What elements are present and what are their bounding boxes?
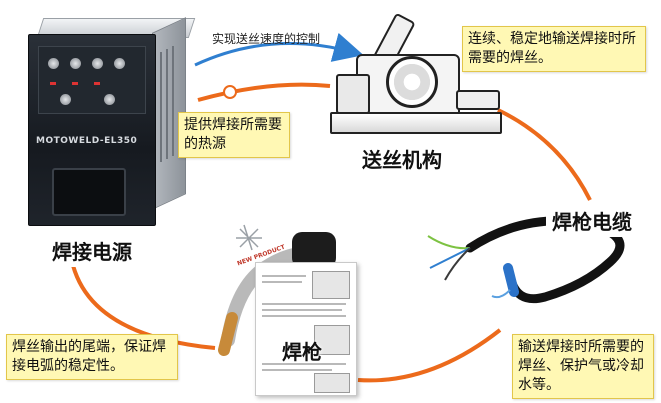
panel-led: [50, 82, 56, 85]
brochure-image: [314, 325, 350, 355]
speed-control-label: 实现送丝速度的控制: [212, 32, 321, 46]
power-source-note: 提供焊接所需要的热源: [178, 112, 290, 158]
wire-feeder-note: 连续、稳定地输送焊接时所需要的焊丝。: [462, 26, 646, 72]
panel-knob: [104, 94, 115, 105]
panel-knob: [114, 58, 125, 69]
brochure-text-line: [262, 369, 332, 371]
cable-wire-3: [444, 247, 471, 281]
spark-glow: [236, 224, 262, 251]
panel-knob: [60, 94, 71, 105]
orange-arc-machine-feeder: [197, 82, 331, 102]
brochure-text-line: [262, 281, 302, 283]
orange-arc-start-dot: [223, 85, 237, 99]
panel-knob: [70, 58, 81, 69]
torch-brochure: [255, 262, 357, 396]
cable-wire-1: [427, 235, 471, 250]
torch-cable-note: 输送焊接时所需要的焊丝、保护气或冷却水等。: [512, 334, 654, 399]
torch-cable-body: [465, 216, 625, 304]
power-source-title: 焊接电源: [46, 234, 138, 267]
brochure-text-line: [262, 275, 306, 277]
orange-arc-feeder-cable: [497, 108, 592, 201]
brochure-text-line: [262, 363, 346, 365]
machine-vent: [172, 46, 174, 156]
feeder-base: [330, 112, 502, 134]
feeder-drive-roll: [386, 56, 438, 108]
cable-wire-2: [429, 247, 471, 269]
machine-vent: [166, 49, 168, 159]
torch-title: 焊枪: [282, 340, 322, 364]
panel-led: [94, 82, 100, 85]
machine-control-panel: [38, 46, 146, 114]
orange-arc-cable-torch: [357, 328, 502, 383]
cable-wire-4: [491, 289, 511, 299]
panel-knob: [92, 58, 103, 69]
brochure-text-line: [262, 303, 346, 305]
brochure-text-line: [262, 309, 342, 311]
speed-control-arrow: [194, 32, 364, 67]
torch-cable-title: 焊枪电缆: [546, 204, 638, 237]
cable-blue-collar: [503, 263, 519, 297]
machine-vent: [160, 52, 162, 162]
brochure-image: [314, 373, 350, 393]
orange-arc-torch-machine: [68, 249, 216, 350]
brochure-image: [312, 271, 350, 299]
torch-note: 焊丝输出的尾端，保证焊接电弧的稳定性。: [6, 334, 178, 380]
panel-knob: [48, 58, 59, 69]
wire-feeder-title: 送丝机构: [356, 142, 448, 175]
machine-brand-text: MOTOWELD-EL350: [36, 136, 138, 146]
panel-led: [72, 82, 78, 85]
feeder-outlet: [456, 90, 500, 110]
machine-output-socket: [52, 168, 126, 216]
brochure-text-line: [262, 315, 346, 317]
torch-nozzle: [218, 312, 238, 356]
torch-handle: [292, 232, 336, 268]
feeder-motor: [336, 74, 370, 114]
